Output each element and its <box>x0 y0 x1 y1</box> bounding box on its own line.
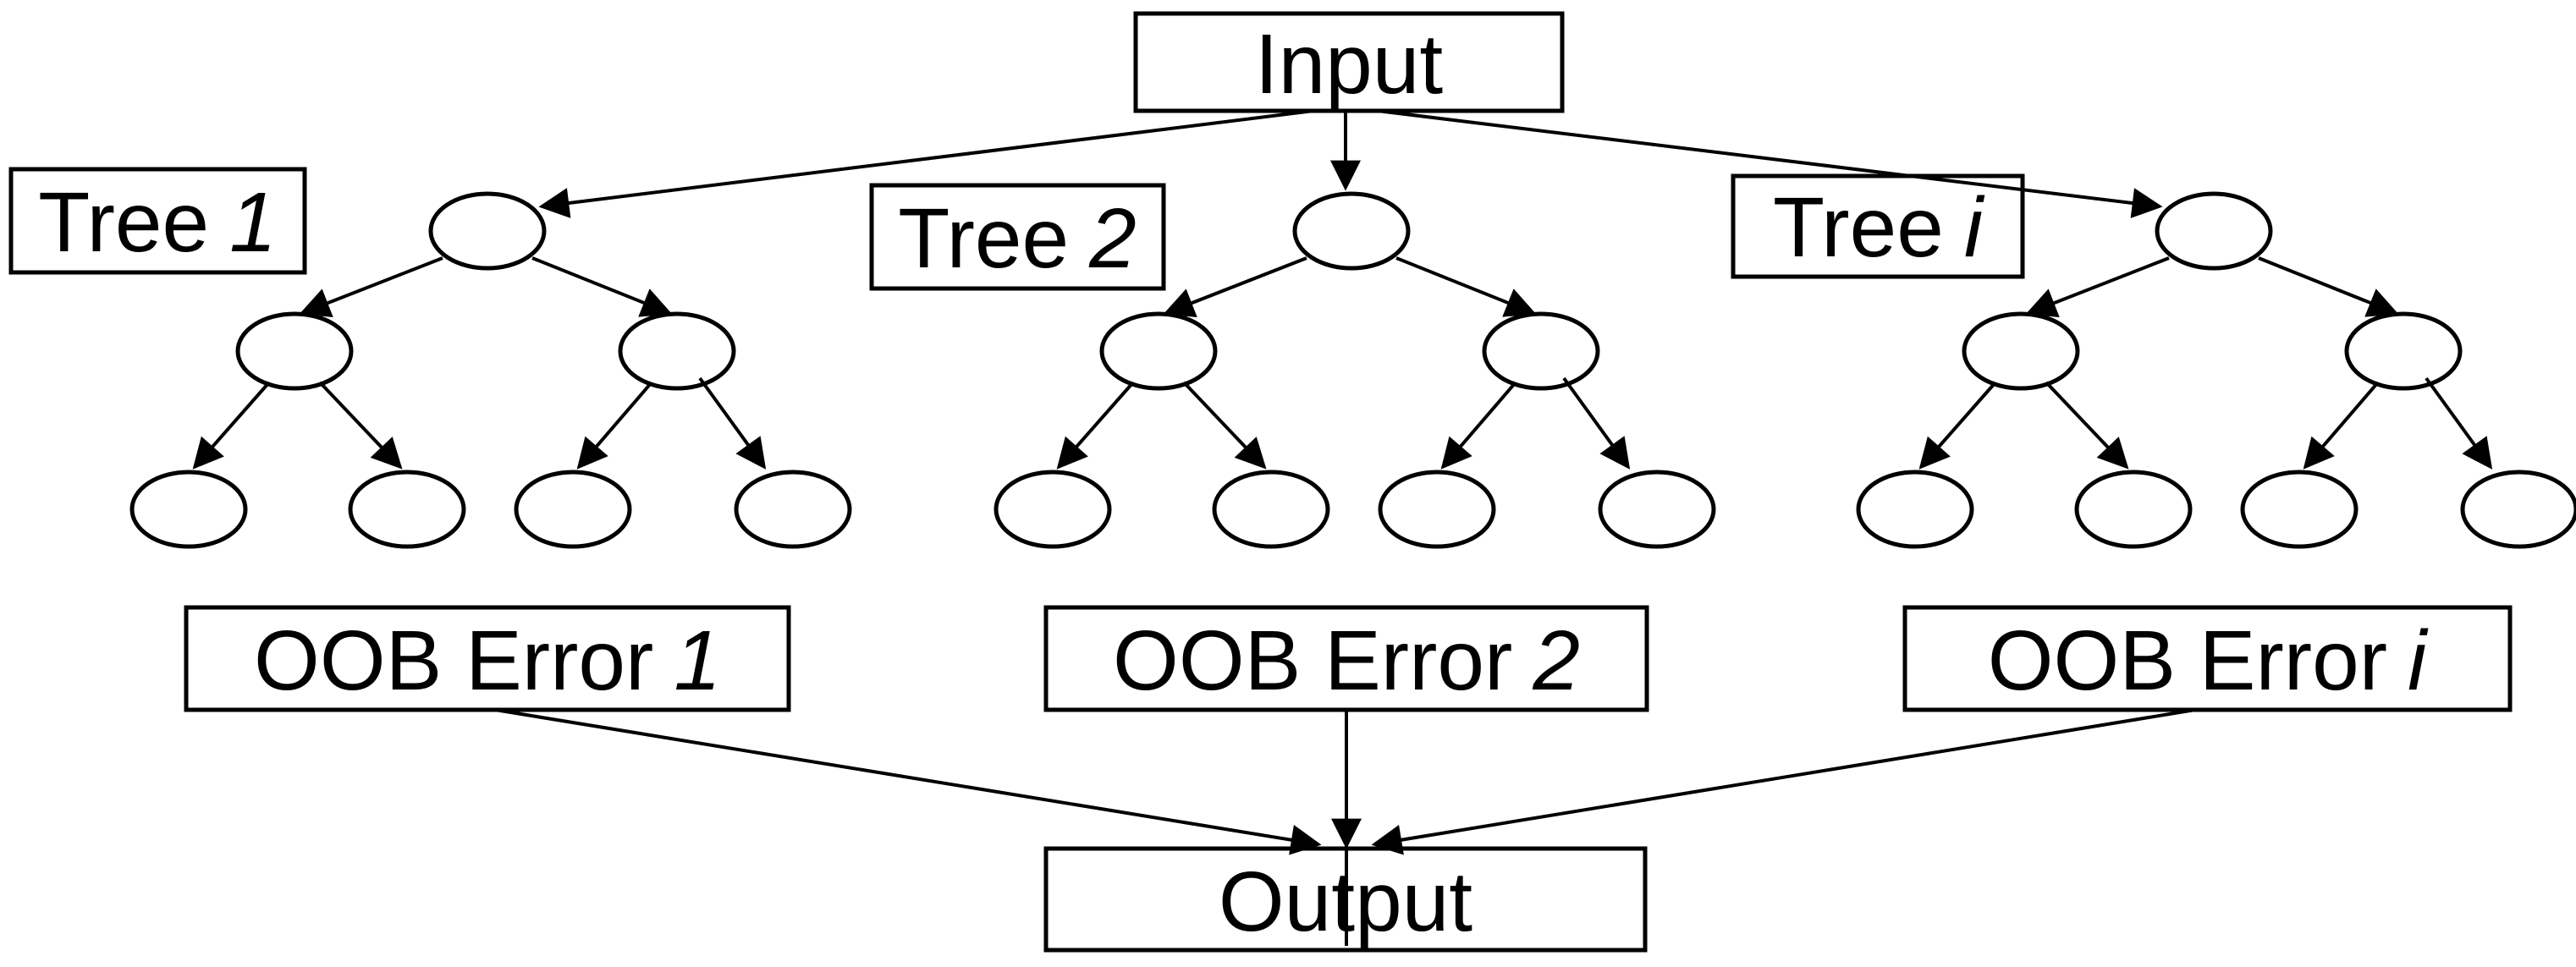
tree1-label-prefix: Tree <box>38 175 209 270</box>
arrow-input-to-treei <box>1377 109 2163 218</box>
arrow-tree2-left-to-leaf1 <box>1056 381 1135 470</box>
tree1-right-child-node <box>618 311 736 391</box>
arrow-treei-root-to-right <box>2258 256 2399 317</box>
input-box <box>1133 11 1565 113</box>
tree1-root-node <box>428 191 547 271</box>
treei-label-box <box>1731 173 2025 279</box>
arrow-tree2-left-to-leaf2 <box>1182 381 1267 470</box>
treei-root-node <box>2155 191 2273 271</box>
input-label: Input <box>1255 17 1444 112</box>
oob-error-2-box <box>1043 605 1649 712</box>
treei-left-child-node <box>1962 311 2080 391</box>
arrow-tree1-left-to-leaf2 <box>318 381 403 470</box>
treei-right-child-node <box>2344 311 2463 391</box>
arrow-tree2-root-to-right <box>1395 256 1537 317</box>
arrow-input-to-tree1 <box>538 109 1314 218</box>
oob-error-2-suffix: 2 <box>1532 613 1580 708</box>
tree1-left-child-node <box>235 311 354 391</box>
treei-leaf-3-node <box>2240 470 2359 549</box>
tree1-leaf-2-node <box>348 470 466 549</box>
arrow-treei-left-to-leaf2 <box>2045 381 2129 470</box>
treei-label-suffix: i <box>1964 180 1985 275</box>
oob-error-i-box <box>1902 605 2513 712</box>
output-label: Output <box>1219 854 1472 949</box>
oob-error-1-suffix: 1 <box>674 613 721 708</box>
tree1-label-box <box>8 167 307 275</box>
tree2-leaf-1-node <box>994 470 1112 549</box>
tree2-left-child-node <box>1099 311 1218 391</box>
tree2-leaf-4-node <box>1598 470 1716 549</box>
tree2-leaf-2-node <box>1212 470 1330 549</box>
tree2-label-prefix: Tree <box>898 191 1069 286</box>
arrow-tree2-right-to-leaf4 <box>1562 376 1631 470</box>
arrow-treei-right-to-leaf3 <box>2303 381 2380 470</box>
oob-error-1-box <box>184 605 791 712</box>
arrow-tree1-left-to-leaf1 <box>192 381 271 470</box>
tree2-label-suffix: 2 <box>1088 191 1137 286</box>
tree2-root-node <box>1292 191 1411 271</box>
arrow-tree1-root-to-right <box>531 256 673 317</box>
arrow-tree1-root-to-left <box>299 256 443 317</box>
tree1-leaf-3-node <box>514 470 632 549</box>
arrow-oob1-to-output <box>494 708 1322 855</box>
treei-label-prefix: Tree <box>1773 180 1944 275</box>
treei-leaf-2-node <box>2074 470 2193 549</box>
arrow-tree1-right-to-leaf3 <box>576 381 653 470</box>
tree2-right-child-node <box>1482 311 1600 391</box>
treei-leaf-1-node <box>1856 470 1974 549</box>
tree1-label-suffix: 1 <box>229 175 277 270</box>
arrow-tree1-right-to-leaf4 <box>698 376 767 470</box>
tree1-leaf-4-node <box>734 470 852 549</box>
oob-error-i-prefix: OOB Error <box>1988 613 2387 708</box>
arrow-treei-right-to-leaf4 <box>2425 376 2493 470</box>
tree2-leaf-3-node <box>1378 470 1496 549</box>
oob-error-i-suffix: i <box>2408 613 2429 708</box>
tree2-label-box <box>869 183 1166 291</box>
arrow-tree2-right-to-leaf3 <box>1440 381 1517 470</box>
oob-error-2-prefix: OOB Error <box>1113 613 1512 708</box>
tree1-leaf-1-node <box>129 470 248 549</box>
arrow-tree2-root-to-left <box>1163 256 1307 317</box>
arrow-treei-left-to-leaf1 <box>1918 381 1997 470</box>
arrow-oobi-to-output <box>1371 708 2196 855</box>
arrow-treei-root-to-left <box>2025 256 2170 317</box>
treei-leaf-4-node <box>2460 470 2576 549</box>
oob-error-1-prefix: OOB Error <box>254 613 653 708</box>
